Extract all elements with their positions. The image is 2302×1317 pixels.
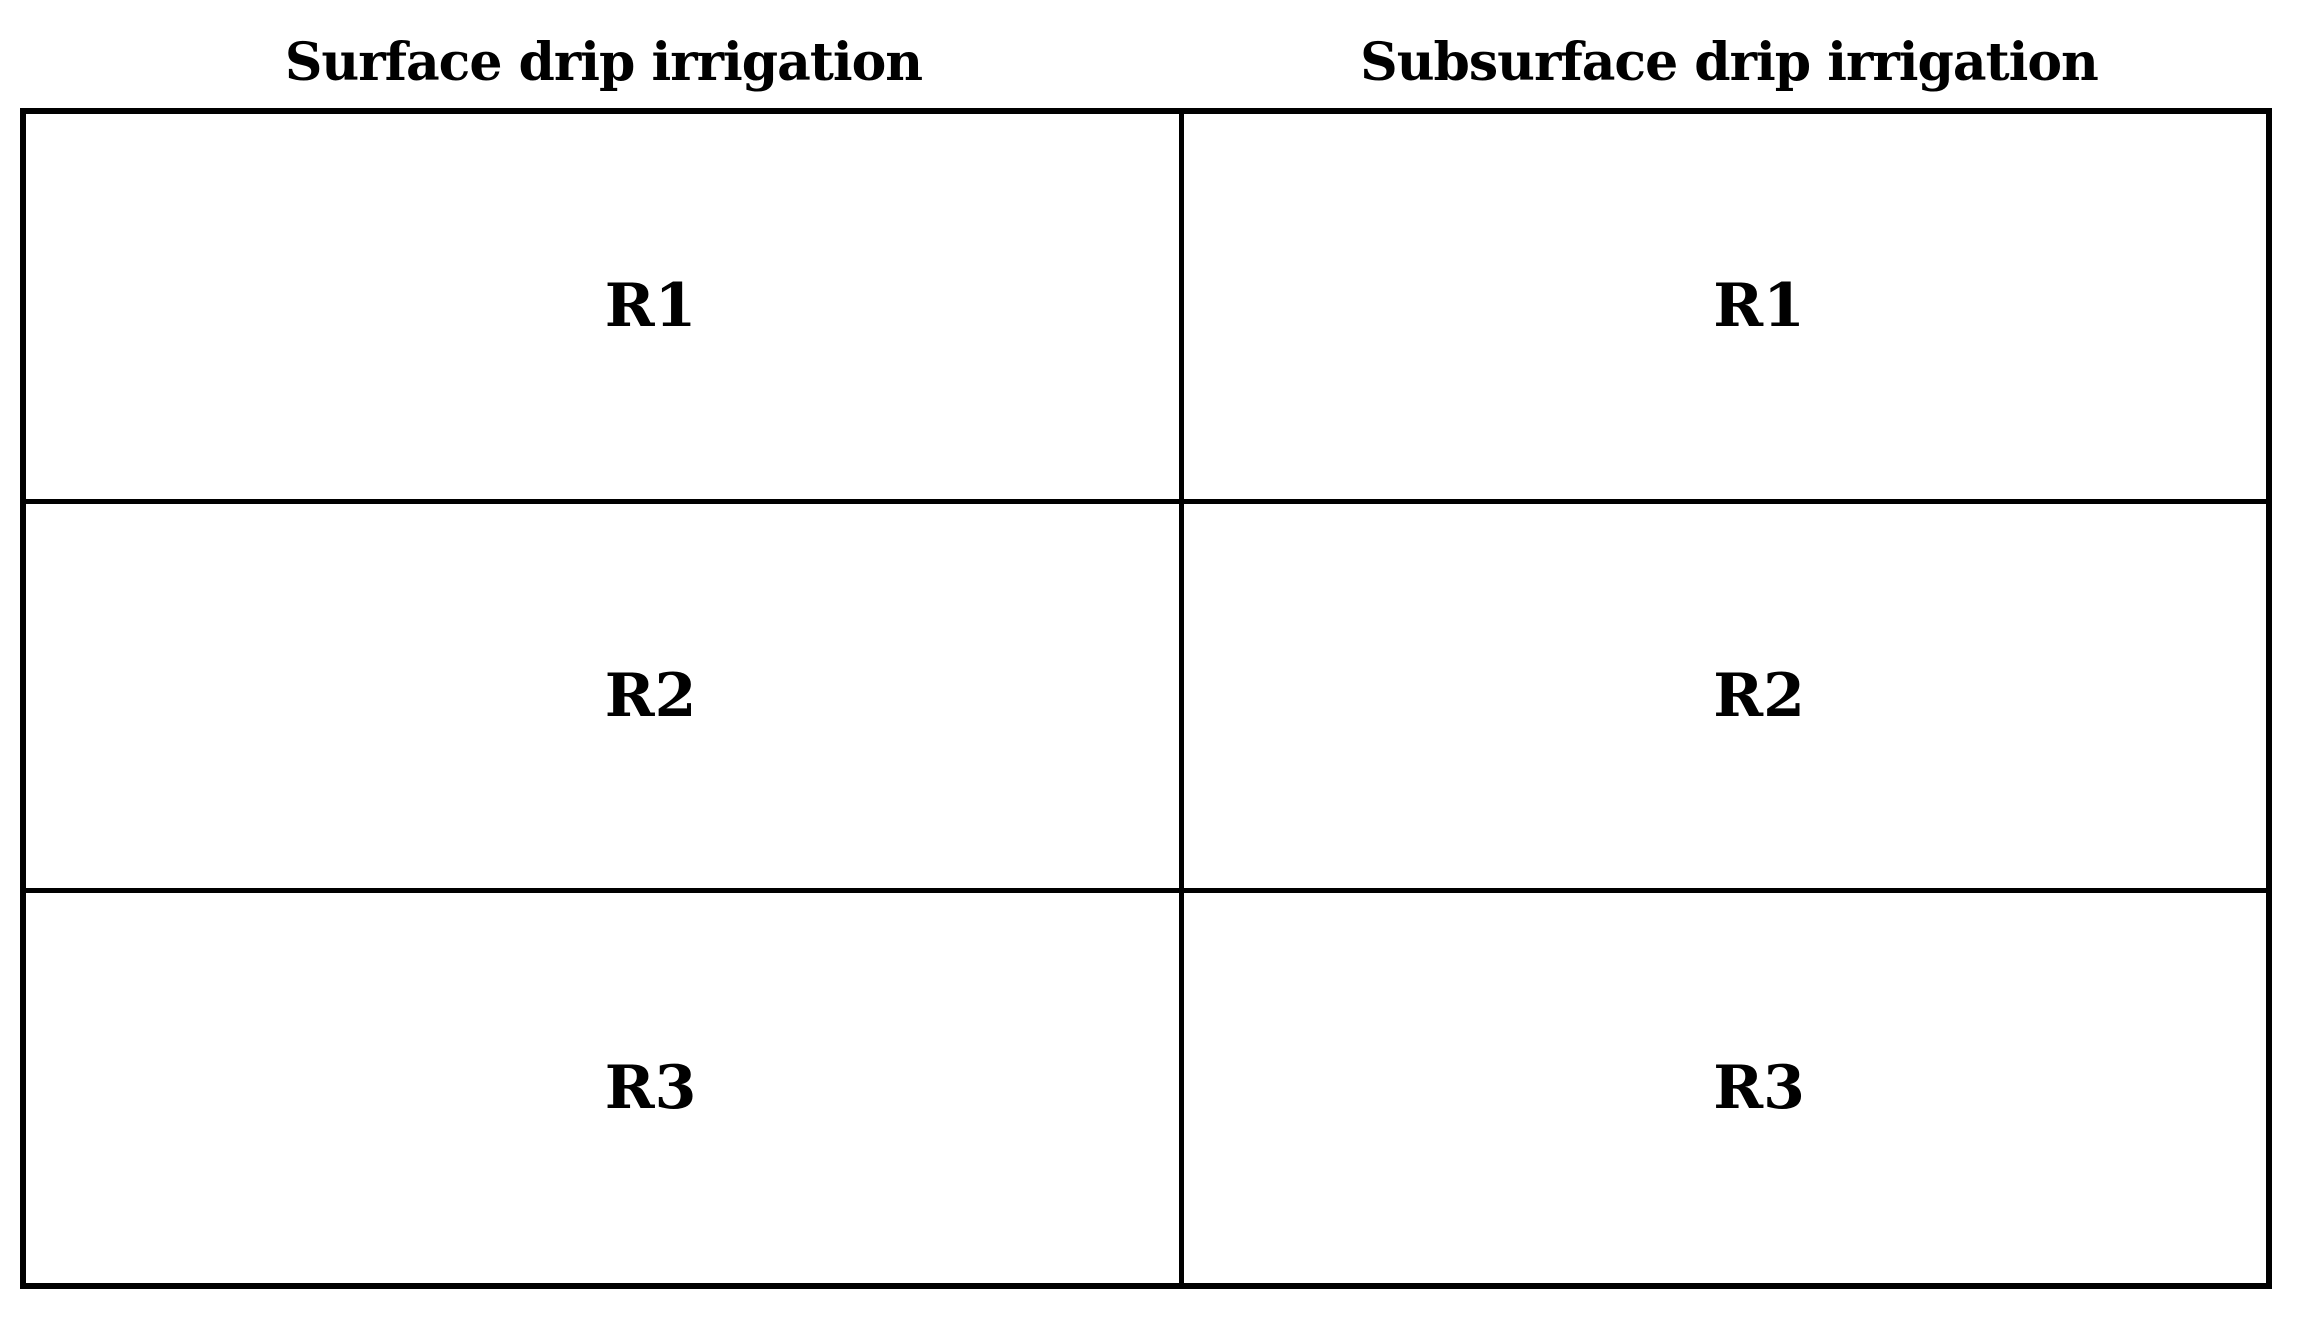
plot-layout-table: R1 R1 R2 R2 R3 R3 <box>20 108 2272 1289</box>
column-title-subsurface-drip-irrigation: Subsurface drip irrigation <box>1360 32 2099 93</box>
plot-label: R1 <box>604 271 697 342</box>
plot-cell-surface-r2: R2 <box>26 503 1185 894</box>
column-title-surface-drip-irrigation: Surface drip irrigation <box>284 32 923 93</box>
plot-label: R1 <box>1713 271 1805 342</box>
plot-cell-subsurface-r3: R3 <box>1184 893 2266 1283</box>
plot-label: R3 <box>1713 1053 1805 1124</box>
plot-cell-subsurface-r2: R2 <box>1184 503 2266 894</box>
plot-label: R3 <box>604 1053 697 1124</box>
plot-label: R2 <box>604 660 697 731</box>
plot-label: R2 <box>1713 660 1805 731</box>
plot-cell-surface-r3: R3 <box>26 893 1185 1283</box>
plot-cell-subsurface-r1: R1 <box>1184 114 2266 504</box>
plot-cell-surface-r1: R1 <box>26 114 1185 504</box>
